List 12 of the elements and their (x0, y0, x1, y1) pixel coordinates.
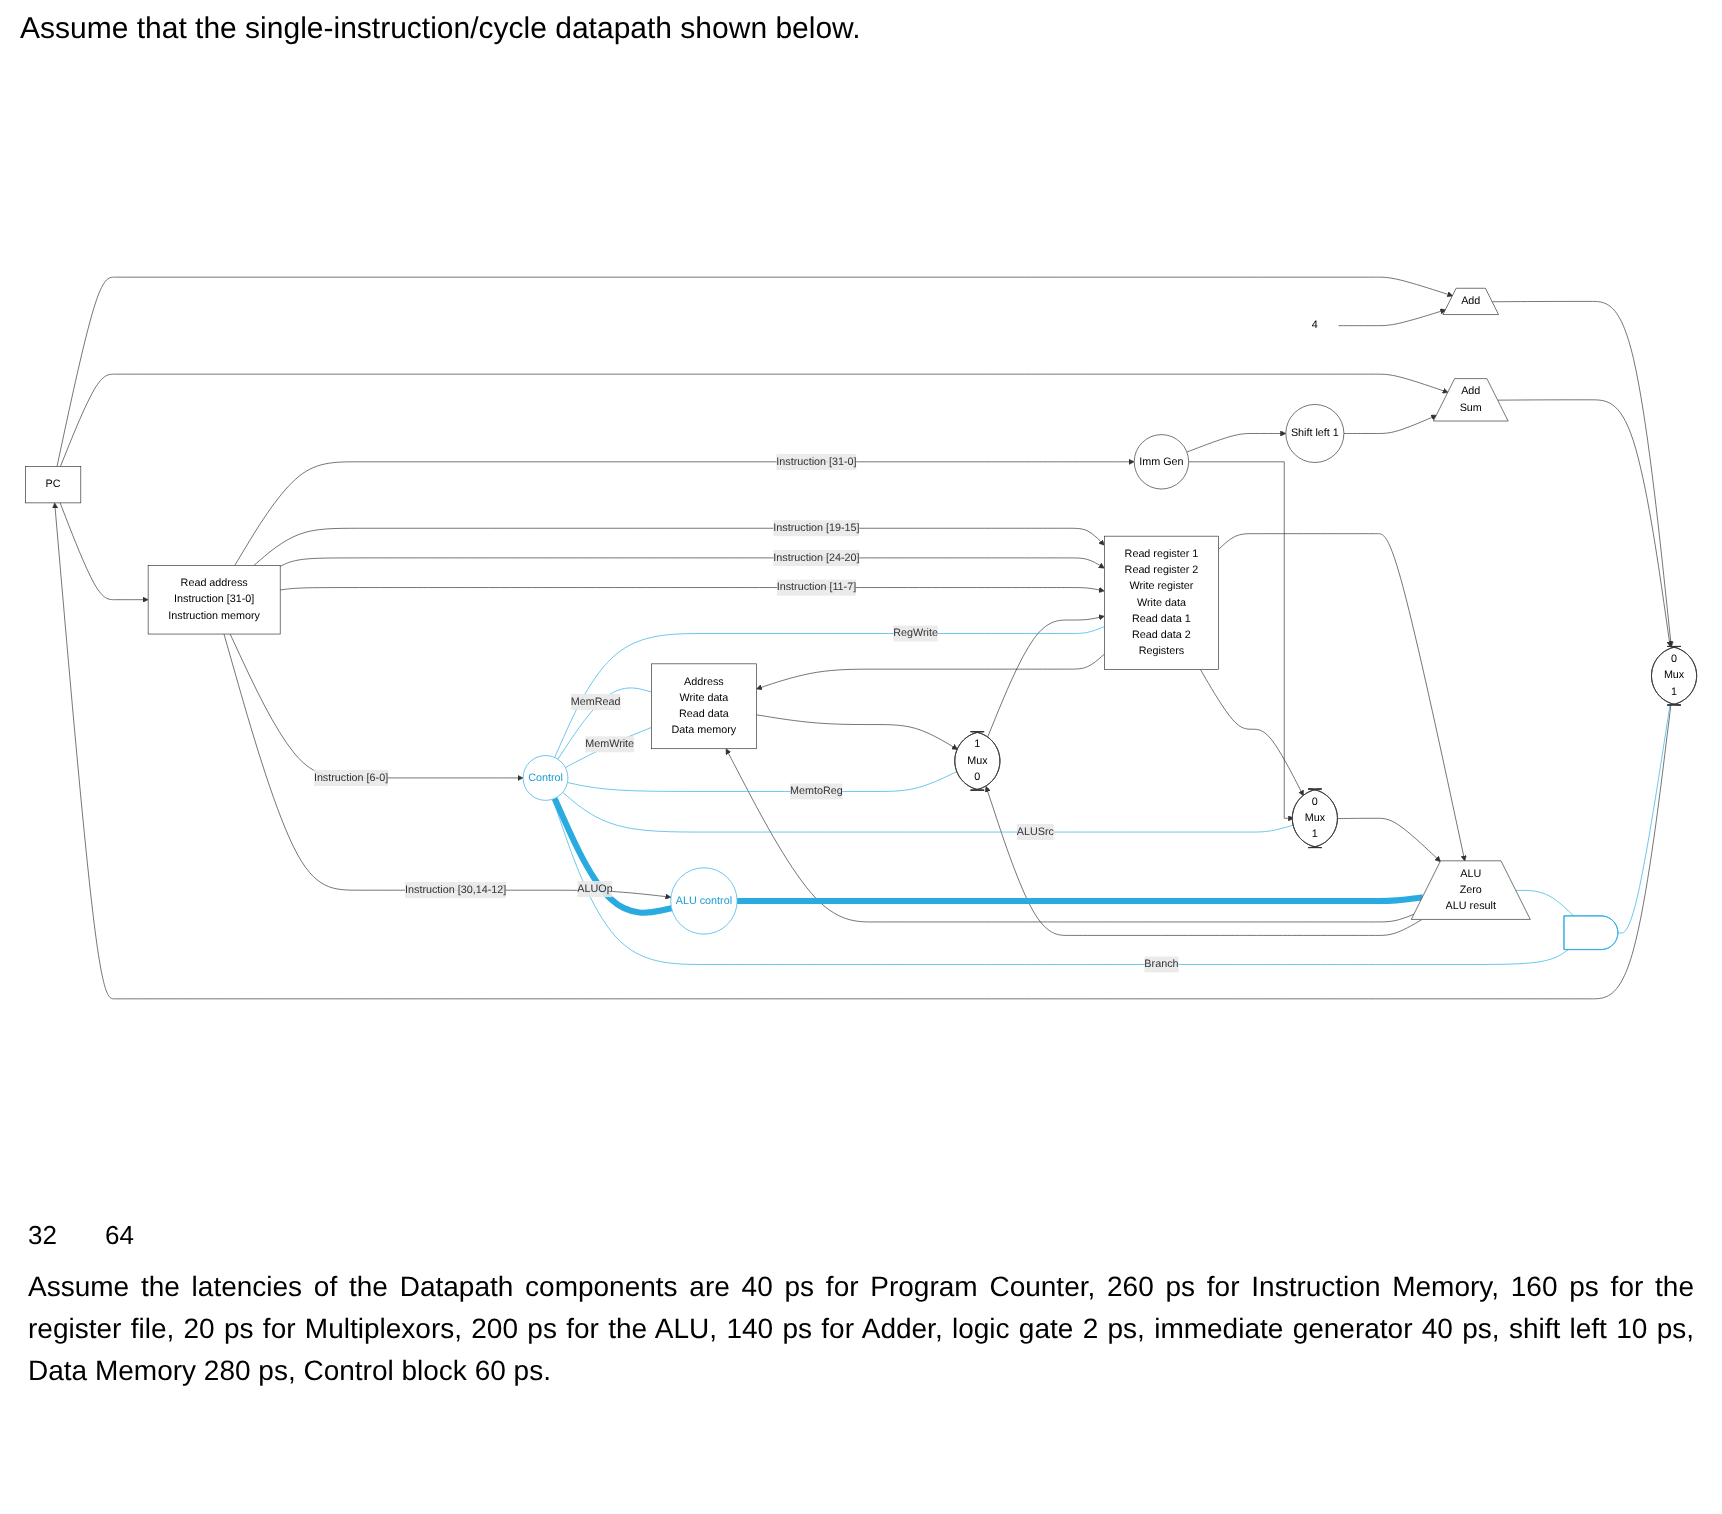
connector (1515, 890, 1575, 917)
bus-width-label: 32 (28, 1220, 57, 1250)
bus-width-label: 64 (104, 1220, 134, 1250)
caption: Assume the latencies of the Datapath components are 40 ps for Program Counter, 260 ps for Instruction Memory, 160 ps for the register file, 20 ps for Multiplexors, 200 ps for the ALU, 140 ps for Adder, logic gate 2 ps, immediate generator 40 ps, shift left 10 ps, Data Memory 280 ps, Control block 60 ps. (28, 1268, 1694, 1390)
connector (552, 798, 1569, 965)
connector (551, 797, 673, 916)
title: Assume that the single-instruction/cycle datapath shown below. (20, 12, 863, 46)
connector (737, 894, 1424, 904)
connector (1617, 705, 1671, 934)
connector (565, 727, 652, 768)
connector (557, 687, 652, 760)
connector (562, 792, 1294, 833)
